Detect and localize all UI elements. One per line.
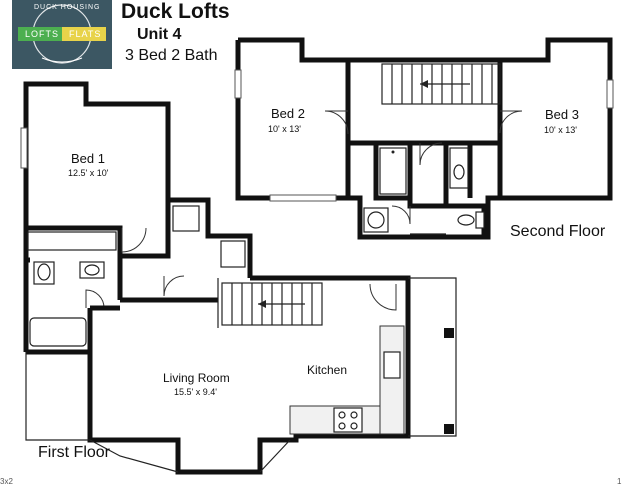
bed2-window-icon	[234, 69, 242, 99]
kitchen-counter-icon	[379, 325, 405, 435]
bed1-size: 12.5' x 10'	[68, 168, 109, 178]
bed1-window-icon	[20, 127, 28, 169]
dryer-icon	[220, 240, 246, 268]
page-number: 1	[617, 477, 622, 486]
bath-door-icon	[419, 142, 443, 166]
bathtub-icon	[29, 317, 87, 347]
beds-baths-label: 3 Bed 2 Bath	[125, 47, 218, 64]
bath2-door-icon	[391, 205, 411, 225]
stove-icon	[333, 407, 363, 433]
stair-hall-wall	[345, 62, 503, 146]
bed3-door-icon	[499, 110, 523, 134]
bed3-window-icon	[606, 79, 614, 109]
closet-icon	[27, 231, 117, 251]
shower-stall-icon	[379, 147, 407, 195]
entry-door-icon	[369, 283, 397, 311]
unit-label: Unit 4	[137, 26, 182, 43]
bed3-name: Bed 3	[545, 107, 579, 122]
logo-flats-text: FLATS	[69, 29, 102, 39]
footer-left-code: 3x2	[0, 477, 13, 486]
bed1-door-icon	[121, 227, 147, 253]
kitchen-sink-icon	[383, 351, 401, 379]
logo-arc-text: DUCK HOUSING	[34, 4, 101, 11]
bed3-size: 10' x 13'	[544, 125, 577, 135]
kitchen-name: Kitchen	[307, 363, 348, 377]
deck-post-icon	[444, 328, 454, 338]
closet-wall	[168, 197, 253, 278]
duck-housing-logo: DUCK HOUSING LOFTS FLATS	[12, 0, 112, 69]
second-floor-bath-walls	[373, 143, 487, 237]
washer-icon	[172, 205, 200, 232]
second-floor-stairs	[381, 63, 501, 105]
bed1-name: Bed 1	[71, 151, 105, 166]
hall-door-icon	[163, 275, 185, 297]
first-floor-plan	[20, 81, 457, 475]
page-title: Duck Lofts	[121, 0, 230, 23]
second-floor-label: Second Floor	[510, 223, 606, 240]
first-floor-stairs	[221, 282, 323, 326]
first-floor-label: First Floor	[38, 444, 110, 461]
bed2-south-window-icon	[269, 194, 337, 202]
bed2-door-icon	[324, 110, 349, 135]
bath-first-door-icon	[85, 289, 105, 309]
deck-outline	[408, 277, 457, 437]
bed2-size: 10' x 13'	[268, 124, 301, 134]
toilet-icon	[475, 211, 485, 229]
second-floor-outer-wall	[235, 37, 613, 240]
second-floor-plan	[234, 37, 614, 240]
bed2-name: Bed 2	[271, 106, 305, 121]
main-floor-wall	[87, 275, 411, 475]
living-room-size: 15.5' x 9.4'	[174, 387, 217, 397]
logo-lofts-text: LOFTS	[25, 29, 60, 39]
logo-badge-icon	[18, 4, 106, 64]
living-room-name: Living Room	[163, 371, 230, 385]
bed1-wall	[23, 81, 171, 263]
